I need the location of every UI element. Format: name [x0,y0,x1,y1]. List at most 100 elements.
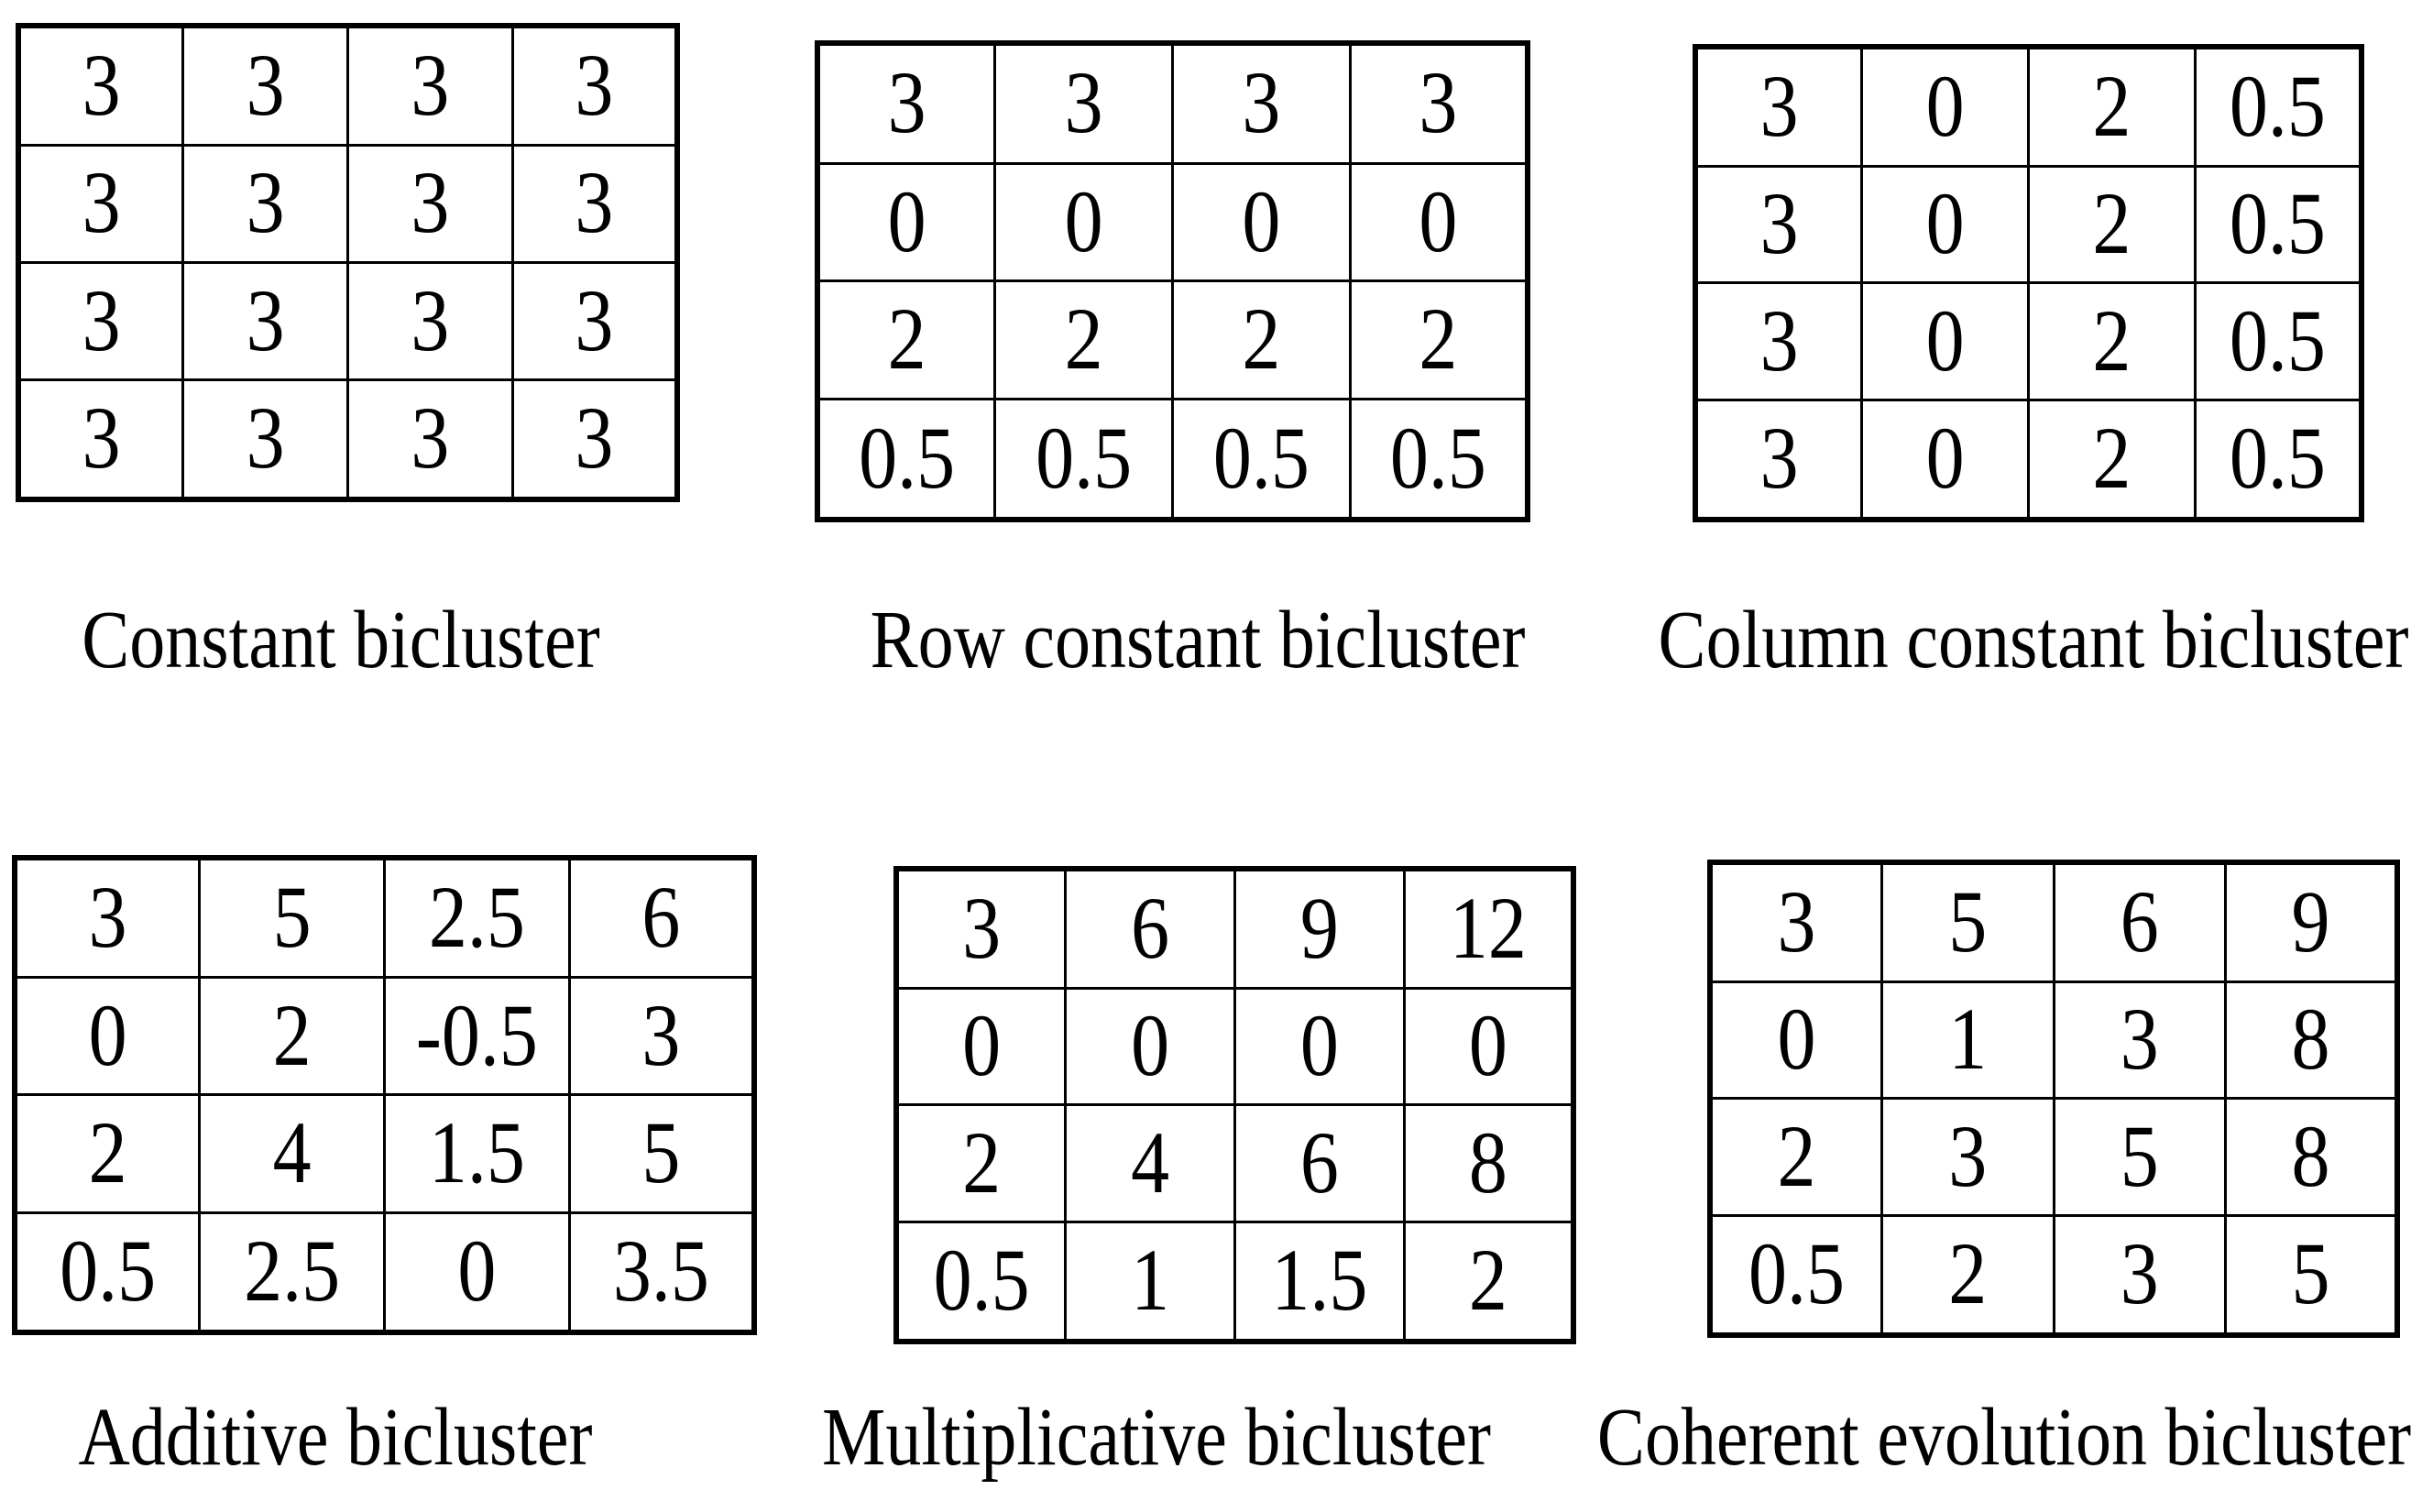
matrix-cell: 0 [1860,164,2030,285]
matrix-cell: 0.5 [13,1211,202,1334]
matrix-row: 0.5 0.5 0.5 0.5 [816,398,1529,521]
matrix-cell: 3 [1693,164,1864,285]
matrix-row: 3 0 2 0.5 [1693,399,2363,521]
multiplicative-bicluster-table: 3 6 9 12 0 0 0 0 2 4 6 8 0.5 1 1.5 2 [893,866,1576,1344]
matrix-cell: 3 [1693,45,1864,168]
matrix-cell: 0 [816,161,997,283]
cell-value: 3 [2120,990,2159,1089]
matrix-cell: 3 [2052,980,2227,1101]
cell-value: -0.5 [415,986,538,1085]
matrix-cell: 2 [894,1103,1068,1224]
matrix-cell: 2 [816,279,997,401]
matrix-row: 0 2 -0.5 3 [13,976,756,1097]
matrix-cell: 5 [567,1093,756,1214]
matrix-row: 2 2 2 2 [816,279,1529,401]
matrix-row: 2 3 5 8 [1708,1097,2399,1218]
row-constant-bicluster-table: 3 3 3 3 0 0 0 0 2 2 2 2 0.5 0.5 0.5 0.5 [815,40,1530,522]
matrix-cell: 0 [1171,161,1352,283]
cell-value: 3 [1759,57,1799,156]
cell-value: 0 [88,986,127,1085]
matrix-cell: 6 [567,856,756,980]
matrix-cell: 0.5 [2193,281,2363,402]
matrix-row: 0 0 0 0 [894,986,1575,1107]
matrix-cell: 2 [2027,399,2197,521]
matrix-cell: 2 [993,279,1174,401]
cell-value: 2 [1064,290,1103,389]
cell-value: 0 [1131,996,1170,1095]
matrix-cell: 2 [13,1093,202,1214]
caption-constant-bicluster: Constant bicluster [82,593,600,685]
cell-value: 3 [1948,1107,1988,1206]
cell-value: 5 [272,868,312,967]
matrix-cell: 2 [1708,1097,1883,1218]
cell-value: 0.5 [1748,1225,1845,1324]
cell-value: 0.5 [2229,291,2326,390]
cell-value: 2 [88,1104,127,1203]
matrix-cell: 3 [816,41,997,165]
coherent-evolution-bicluster-table: 3 5 6 9 0 1 3 8 2 3 5 8 0.5 2 3 5 [1707,860,2400,1338]
matrix-cell: 1 [1880,980,2055,1101]
cell-value: 0.5 [2229,410,2326,509]
matrix-row: 2 4 6 8 [894,1103,1575,1224]
cell-value: 0 [1299,996,1339,1095]
matrix-cell: 3 [16,143,185,264]
cell-value: 0.5 [1036,409,1133,508]
matrix-cell: 3 [16,260,185,382]
matrix-cell: 12 [1402,867,1575,990]
matrix-cell: 6 [2052,860,2227,983]
matrix-row: 3 5 2.5 6 [13,856,756,980]
matrix-cell: 0.5 [894,1221,1068,1343]
cell-value: 3 [1419,54,1458,153]
matrix-cell: 3 [16,24,185,147]
cell-value: 0 [1925,410,1965,509]
cell-value: 4 [272,1104,312,1203]
cell-value: 0 [962,996,1002,1095]
cell-value: 3 [1777,872,1816,971]
cell-value: 3 [411,36,450,135]
matrix-cell: 2 [1402,1221,1575,1343]
matrix-cell: 2 [1348,279,1529,401]
matrix-row: 0.5 2 3 5 [1708,1214,2399,1337]
matrix-row: 3 6 9 12 [894,867,1575,990]
matrix-cell: 2 [2027,281,2197,402]
matrix-cell: 5 [2224,1214,2399,1337]
matrix-cell: 8 [2224,980,2399,1101]
cell-value: 2 [1242,290,1281,389]
matrix-cell: 2 [2027,45,2197,168]
cell-value: 0.5 [1389,409,1486,508]
matrix-cell: 3 [510,143,679,264]
matrix-row: 3 3 3 3 [816,41,1529,165]
matrix-cell: 3 [346,143,514,264]
matrix-cell: 0.5 [1708,1214,1883,1337]
cell-value: 0.5 [1212,409,1310,508]
cell-value: 3 [575,389,614,488]
matrix-cell: 3 [2052,1214,2227,1337]
matrix-row: 2 4 1.5 5 [13,1093,756,1214]
matrix-row: 3 0 2 0.5 [1693,45,2363,168]
cell-value: 3 [962,879,1002,978]
cell-value: 3 [1759,174,1799,273]
cell-value: 3 [1759,410,1799,509]
cell-value: 3 [82,389,121,488]
cell-value: 5 [2120,1107,2159,1206]
matrix-cell: 2 [198,976,386,1097]
cell-value: 0.5 [933,1232,1030,1331]
matrix-cell: 6 [1064,867,1236,990]
column-constant-bicluster-table: 3 0 2 0.5 3 0 2 0.5 3 0 2 0.5 3 0 2 0.5 [1693,44,2364,522]
cell-value: 2 [962,1113,1002,1212]
cell-value: 3 [887,54,926,153]
matrix-row: 3 0 2 0.5 [1693,164,2363,285]
cell-value: 0 [1064,172,1103,271]
cell-value: 4 [1131,1113,1170,1212]
matrix-cell: 3 [894,867,1068,990]
cell-value: 3 [575,154,614,253]
cell-value: 2.5 [428,868,525,967]
cell-value: 1.5 [1271,1232,1368,1331]
cell-value: 3 [1064,54,1103,153]
cell-value: 0 [457,1222,497,1320]
matrix-cell: 0 [1860,281,2030,402]
cell-value: 2.5 [244,1222,341,1320]
matrix-cell: 1.5 [1233,1221,1406,1343]
matrix-cell: 3 [13,856,202,980]
cell-value: 5 [2291,1225,2330,1324]
